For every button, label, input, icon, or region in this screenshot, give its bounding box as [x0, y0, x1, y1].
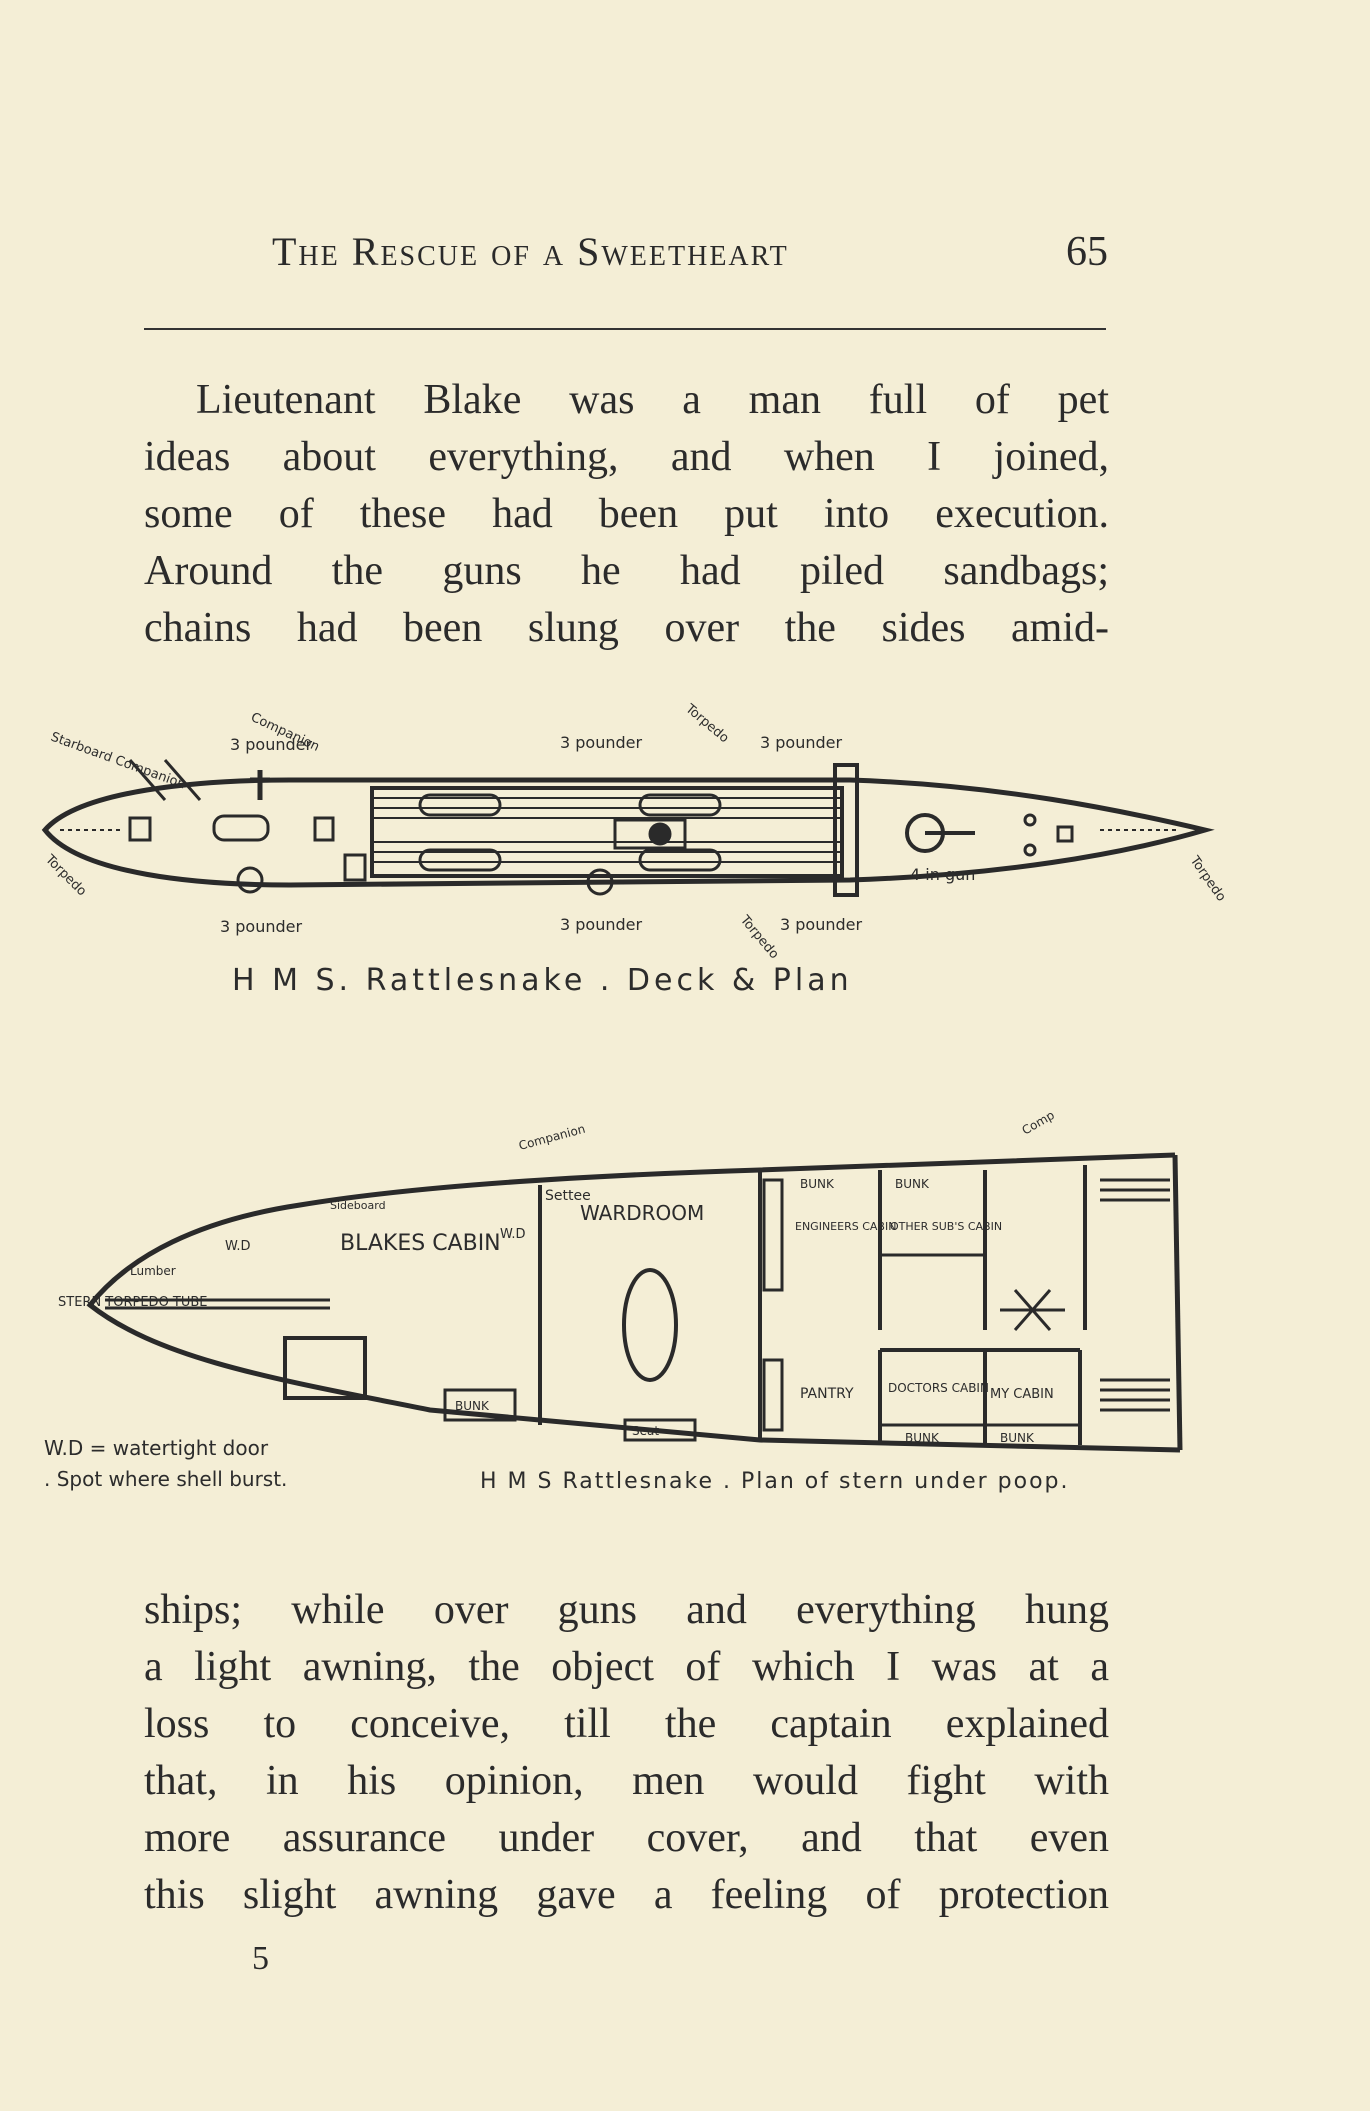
page-number: 65 [1066, 229, 1108, 275]
annotation-label: Torpedo [1186, 853, 1228, 905]
room-label: Sideboard [330, 1199, 386, 1212]
room-label: BLAKES CABIN [340, 1231, 501, 1256]
gun-label: 3 pounder [780, 915, 862, 934]
legend-watertight-door: W.D = watertight door [44, 1436, 269, 1460]
room-label: BUNK [905, 1431, 940, 1445]
text-line: ideas about everything, and when I joine… [144, 434, 1109, 480]
room-label: W.D [500, 1227, 526, 1242]
deck-plan-illustration: 3 pounder 3 pounder 3 pounder 3 pounder … [41, 701, 1228, 998]
text-line: a light awning, the object of which I wa… [144, 1644, 1109, 1690]
room-label: Lumber [130, 1264, 176, 1278]
text-line: loss to conceive, till the captain expla… [144, 1701, 1109, 1747]
text-line: some of these had been put into executio… [144, 491, 1109, 537]
running-head: The Rescue of a Sweetheart [272, 229, 789, 274]
room-label: BUNK [895, 1177, 930, 1191]
annotation-label: Comp [1020, 1108, 1057, 1138]
text-line: that, in his opinion, men would fight wi… [144, 1758, 1109, 1804]
gun-label: 4 in gun [910, 865, 975, 884]
text-line: more assurance under cover, and that eve… [144, 1815, 1109, 1861]
deck-plan-caption: H M S. Rattlesnake . Deck & Plan [232, 963, 853, 998]
stern-plan-caption: H M S Rattlesnake . Plan of stern under … [480, 1469, 1070, 1494]
room-label: BUNK [800, 1177, 835, 1191]
room-label: PANTRY [800, 1386, 854, 1402]
text-line: chains had been slung over the sides ami… [144, 605, 1109, 651]
page-header: The Rescue of a Sweetheart 65 [272, 228, 1108, 276]
room-label: Seat [632, 1424, 659, 1438]
paragraph-top: Lieutenant Blake was a man full of pet i… [144, 372, 1109, 657]
room-label: WARDROOM [580, 1201, 704, 1225]
annotation-label: Torpedo [682, 701, 732, 746]
hull-outline [41, 759, 1215, 897]
room-label: BUNK [455, 1399, 490, 1413]
header-rule [144, 328, 1106, 330]
legend-shell-burst: . Spot where shell burst. [44, 1467, 287, 1491]
stern-plan-illustration: Companion Comp Settee WARDROOM BLAKES CA… [44, 1108, 1183, 1494]
text-line: Lieutenant Blake was a man full of pet [196, 377, 1109, 423]
room-label: BUNK [1000, 1431, 1035, 1445]
room-label: ENGINEERS CABIN [795, 1220, 896, 1233]
text-line: this slight awning gave a feeling of pro… [144, 1872, 1109, 1918]
gun-label: 3 pounder [220, 917, 302, 936]
annotation-label: Companion [517, 1122, 587, 1153]
text-line: ships; while over guns and everything hu… [144, 1587, 1109, 1633]
gun-label: 3 pounder [560, 915, 642, 934]
room-label: OTHER SUB'S CABIN [890, 1220, 1002, 1233]
gun-label: 3 pounder [560, 733, 642, 752]
room-label: Settee [545, 1188, 591, 1204]
annotation-label: Torpedo [736, 912, 781, 962]
text-line: Around the guns he had piled sandbags; [144, 548, 1109, 594]
stern-outline [86, 1152, 1183, 1453]
room-label: STERN TORPEDO TUBE [58, 1295, 208, 1310]
room-label: MY CABIN [990, 1387, 1054, 1402]
room-label: W.D [225, 1239, 251, 1254]
gun-label: 3 pounder [760, 733, 842, 752]
paragraph-bottom: ships; while over guns and everything hu… [144, 1582, 1109, 1924]
signature-mark: 5 [252, 1940, 269, 1977]
gun-label: 3 pounder [230, 735, 312, 754]
room-label: DOCTORS CABIN [888, 1381, 989, 1395]
